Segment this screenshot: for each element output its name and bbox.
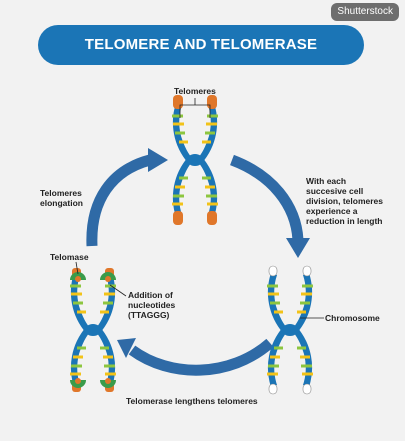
arrow-bottom-head: [117, 338, 136, 358]
label-telomere-reduction: With each succesive cell division, telom…: [306, 176, 383, 226]
arrow-top-left: [86, 154, 152, 247]
label-addition-line-3: (TTAGGG): [128, 310, 170, 320]
arrow-top-right: [229, 154, 304, 241]
arrow-top-left-head: [148, 148, 168, 172]
arrow-top-right-head: [286, 238, 310, 258]
label-reduction-line-1: With each: [306, 176, 347, 186]
telomase-pointer: [75, 261, 79, 275]
label-addition-line-1: Addition of: [128, 290, 173, 300]
label-reduction-line-4: experience a: [306, 206, 358, 216]
label-elongation-line-2: elongation: [40, 198, 83, 208]
label-addition-of-nucleotides: Addition of nucleotides (TTAGGG): [128, 290, 175, 320]
addition-pointer: [109, 284, 127, 297]
cycle-arrows: [86, 148, 310, 376]
chromosome-left: [68, 268, 118, 392]
label-telomeres: Telomeres: [174, 86, 216, 96]
chromosome-top: [170, 95, 220, 225]
arrow-bottom: [128, 338, 274, 376]
label-elongation-line-1: Telomeres: [40, 188, 82, 198]
telomeres-short: [268, 265, 312, 395]
label-chromosome: Chromosome: [325, 313, 380, 323]
telomeres-top: [173, 95, 217, 225]
title-banner: TELOMERE AND TELOMERASE: [38, 25, 364, 65]
label-telomeres-elongation: Telomeres elongation: [40, 188, 83, 208]
label-reduction-line-3: division, telomeres: [306, 196, 383, 206]
label-reduction-line-5: reduction in length: [306, 216, 383, 226]
watermark: Shutterstock: [331, 3, 399, 21]
chromosome-right: [265, 265, 315, 395]
telomerase-enzymes: [70, 272, 116, 388]
label-reduction-line-2: succesive cell: [306, 186, 364, 196]
label-telomase: Telomase: [50, 252, 89, 262]
label-addition-line-2: nucleotides: [128, 300, 176, 310]
label-telomerase-lengthens: Telomerase lengthens telomeres: [126, 396, 258, 406]
telomeres-bracket: [179, 104, 211, 118]
